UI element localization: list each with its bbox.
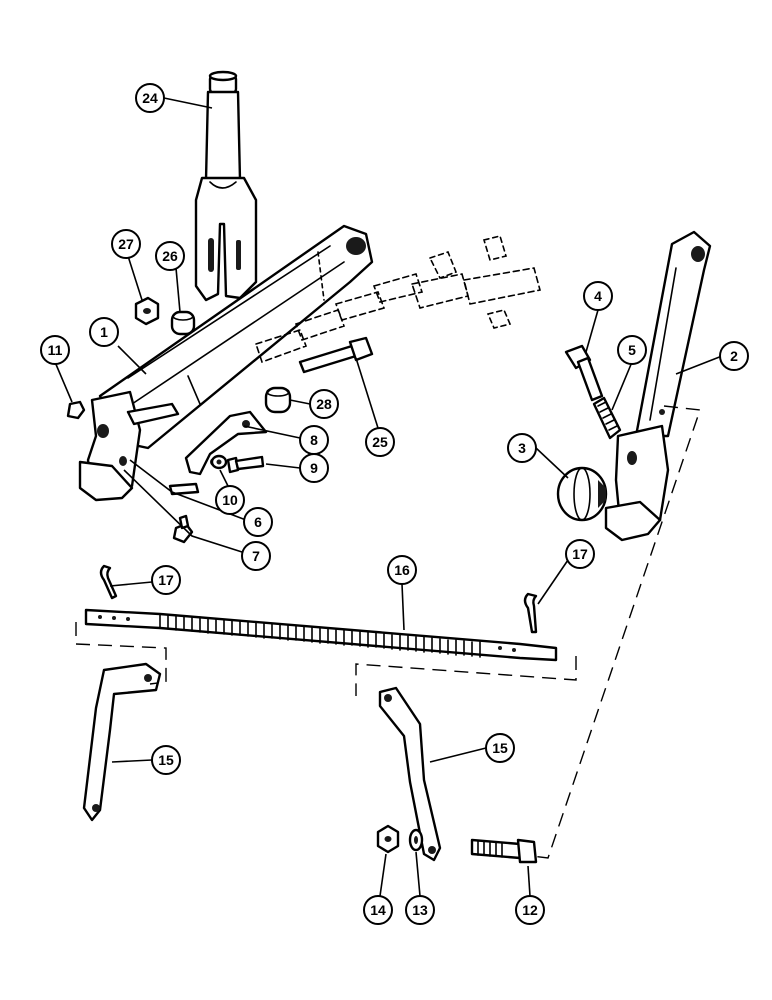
callout-9-label: 9	[310, 460, 318, 476]
part-27-nut	[134, 296, 160, 326]
part-26-spacer	[170, 310, 196, 336]
callout-8-label: 8	[310, 432, 318, 448]
callout-16: 16	[387, 555, 417, 585]
callout-7-label: 7	[252, 548, 260, 564]
callout-5: 5	[617, 335, 647, 365]
callout-11-label: 11	[48, 342, 63, 358]
callout-28: 28	[309, 389, 339, 419]
callout-17-right-label: 17	[572, 546, 588, 562]
callout-4-label: 4	[594, 288, 602, 304]
callout-26-label: 26	[162, 248, 178, 264]
check-chain	[254, 235, 541, 364]
callout-10-label: 10	[222, 492, 238, 508]
callout-24-label: 24	[142, 90, 158, 106]
part-4-pin	[564, 344, 604, 402]
callout-10: 10	[215, 485, 245, 515]
part-3-ball	[556, 466, 608, 522]
callout-25-label: 25	[372, 434, 388, 450]
callout-9: 9	[299, 453, 329, 483]
part-17-cotter-pin-right	[523, 592, 538, 634]
part-16-threaded-rod	[84, 608, 558, 662]
callout-13: 13	[405, 895, 435, 925]
callout-6: 6	[243, 507, 273, 537]
callout-4: 4	[583, 281, 613, 311]
callout-14: 14	[363, 895, 393, 925]
callout-8: 8	[299, 425, 329, 455]
callout-15-right-label: 15	[492, 740, 508, 756]
callout-17-right: 17	[565, 539, 595, 569]
callout-3: 3	[507, 433, 537, 463]
part-1-left-lower-link	[78, 224, 374, 502]
callout-26: 26	[155, 241, 185, 271]
callout-2-label: 2	[730, 348, 738, 364]
callout-6-label: 6	[254, 514, 262, 530]
callout-17-left: 17	[151, 565, 181, 595]
callout-28-label: 28	[316, 396, 332, 412]
assembly-guide-lines	[75, 405, 701, 859]
callout-27: 27	[111, 229, 141, 259]
callout-16-label: 16	[394, 562, 410, 578]
part-13-washer	[408, 828, 424, 852]
callout-2: 2	[719, 341, 749, 371]
callout-1-label: 1	[100, 324, 108, 340]
part-25-bolt	[298, 336, 374, 374]
part-15-bracket-left	[82, 662, 162, 822]
part-14-nut	[376, 824, 400, 854]
callout-5-label: 5	[628, 342, 636, 358]
callout-25: 25	[365, 427, 395, 457]
callout-15-left: 15	[151, 745, 181, 775]
callout-27-label: 27	[118, 236, 134, 252]
part-10-washer	[210, 454, 228, 470]
callout-12-label: 12	[522, 902, 538, 918]
part-24-lift-rod	[194, 70, 258, 302]
callout-7: 7	[241, 541, 271, 571]
part-15-bracket-right	[378, 686, 442, 862]
part-2-right-lower-link	[604, 230, 712, 542]
part-12-bolt	[470, 838, 538, 864]
callout-15-left-label: 15	[158, 752, 174, 768]
part-7-grease-fitting	[172, 514, 194, 544]
part-5-spring	[592, 396, 622, 440]
callout-1: 1	[89, 317, 119, 347]
part-11-nut	[66, 400, 86, 420]
callout-11: 11	[40, 335, 70, 365]
callout-15-right: 15	[485, 733, 515, 763]
callout-3-label: 3	[518, 440, 526, 456]
callout-14-label: 14	[370, 902, 386, 918]
callout-12: 12	[515, 895, 545, 925]
part-17-cotter-pin-left	[99, 564, 118, 600]
callout-13-label: 13	[412, 902, 428, 918]
callout-24: 24	[135, 83, 165, 113]
part-28-spacer	[264, 386, 292, 414]
callout-17-left-label: 17	[158, 572, 174, 588]
part-9-bolt	[226, 455, 265, 474]
